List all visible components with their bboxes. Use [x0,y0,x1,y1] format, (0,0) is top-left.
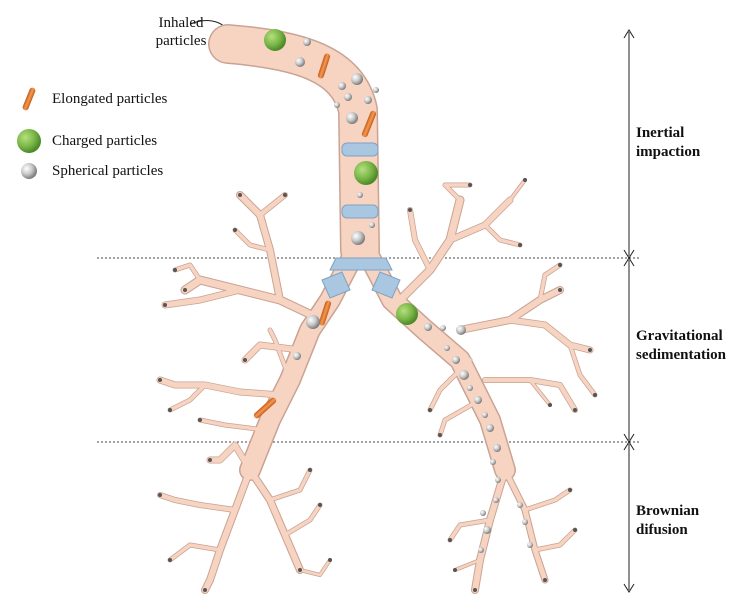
zone-label-inertial: Inertial impaction [636,124,700,162]
zone-gravitational-line2: sedimentation [636,346,726,365]
legend-item-spherical: Spherical particles [12,158,163,184]
legend-label-spherical: Spherical particles [52,163,163,180]
elongated-particle-icon [12,86,46,112]
zone-gravitational-line1: Gravitational [636,327,726,346]
zone-inertial-line2: impaction [636,143,700,162]
zone-brownian-line1: Brownian [636,502,699,521]
zone-arrow-inertial [624,30,634,258]
legend-item-charged: Charged particles [12,128,157,154]
zone-arrow-gravitational [624,258,634,442]
charged-particle [354,161,378,185]
inhaled-label-line2: particles [150,32,212,50]
spherical-particle-icon [12,158,46,184]
legend-label-elongated: Elongated particles [52,91,167,108]
charged-particle [396,303,418,325]
legend-item-elongated: Elongated particles [12,86,167,112]
airway-tree [158,44,597,592]
inhaled-particles-label: Inhaled particles [150,14,212,50]
charged-particle-icon [12,128,46,154]
charged-particle [264,29,286,51]
legend-label-charged: Charged particles [52,133,157,150]
zone-inertial-line1: Inertial [636,124,700,143]
zone-label-gravitational: Gravitational sedimentation [636,327,726,365]
zone-arrow-brownian [624,442,634,592]
zone-label-brownian: Brownian difusion [636,502,699,540]
inhaled-label-line1: Inhaled [150,14,212,32]
zone-brownian-line2: difusion [636,521,699,540]
